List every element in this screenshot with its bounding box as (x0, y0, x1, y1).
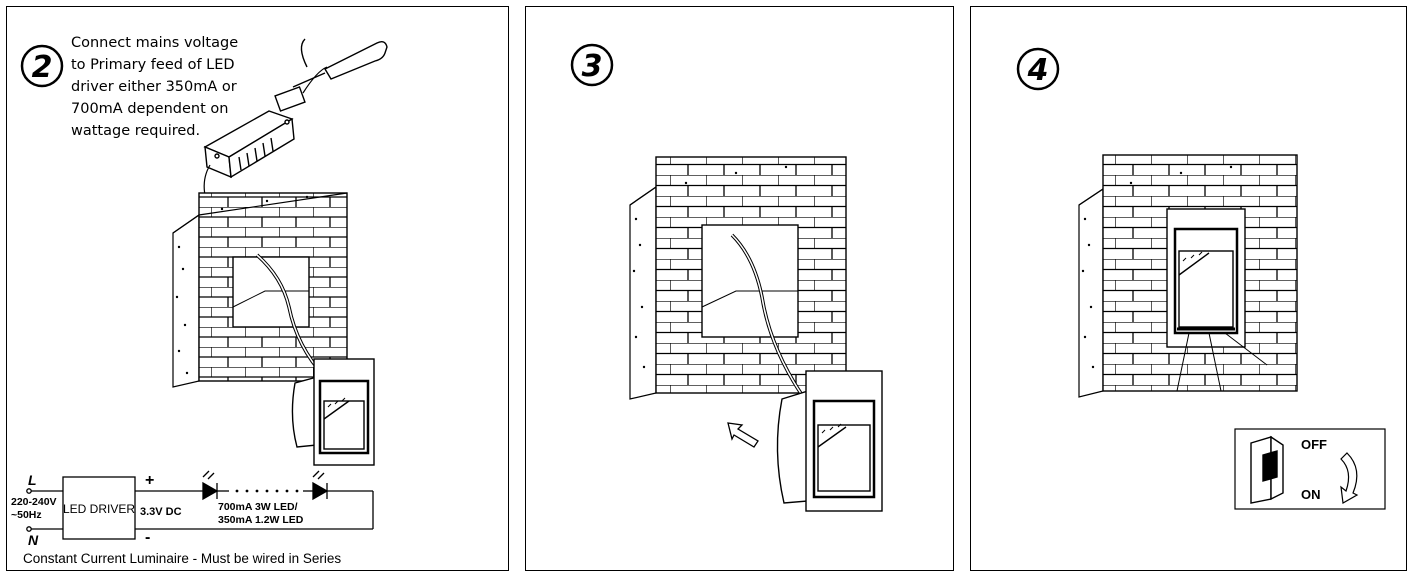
neutral-label: N (28, 532, 39, 548)
led-driver-block (62, 476, 136, 540)
step-number: 2 (32, 50, 53, 85)
screwdriver-icon (292, 38, 388, 88)
rocker-switch-icon (1250, 435, 1284, 504)
plus-sign: + (145, 472, 154, 489)
led-driver-box (203, 86, 306, 179)
step-2-illustration: 2 (11, 38, 388, 566)
live-label: L (28, 472, 37, 488)
light-rays (1176, 332, 1268, 392)
wiring-diagram (26, 470, 374, 540)
rotate-arrow-icon (1340, 452, 1359, 504)
power-switch-panel: OFF ON (1234, 428, 1386, 510)
minus-sign: - (145, 529, 150, 546)
input-frequency: ~50Hz (11, 509, 42, 521)
step-light-fitting (776, 370, 883, 512)
on-label: ON (1301, 487, 1321, 502)
step-light-fitting (291, 358, 375, 466)
brick-wall (629, 156, 847, 400)
step-number-badge: 4 (1016, 47, 1060, 91)
off-label: OFF (1301, 437, 1327, 452)
step-number-badge: 2 (20, 44, 64, 88)
input-voltage: 220-240V (11, 496, 57, 508)
step-2-panel: 2 (6, 6, 509, 571)
step-2-instruction: Connect mains voltage to Primary feed of… (71, 35, 239, 139)
step-3-illustration: 3 (570, 43, 883, 512)
current-line-1: 700mA 3W LED/ (218, 501, 298, 513)
driver-label: LED DRIVER (63, 502, 135, 516)
brick-wall (172, 192, 348, 388)
input-cable (302, 66, 328, 94)
wiring-caption: Constant Current Luminaire - Must be wir… (23, 551, 341, 566)
insert-arrow-icon (727, 422, 759, 448)
step-number: 3 (582, 49, 603, 84)
step-4-panel: 4 (970, 6, 1407, 571)
led-diode-2 (312, 481, 329, 501)
current-line-2: 350mA 1.2W LED (218, 514, 304, 526)
led-diode-1 (202, 481, 219, 501)
step-3-panel: 3 (525, 6, 954, 571)
output-voltage: 3.3V DC (140, 506, 182, 518)
step-number: 4 (1027, 53, 1049, 88)
step-number-badge: 3 (570, 43, 614, 87)
step-4-illustration: 4 (1016, 47, 1386, 510)
installed-light-fitting (1166, 208, 1246, 348)
